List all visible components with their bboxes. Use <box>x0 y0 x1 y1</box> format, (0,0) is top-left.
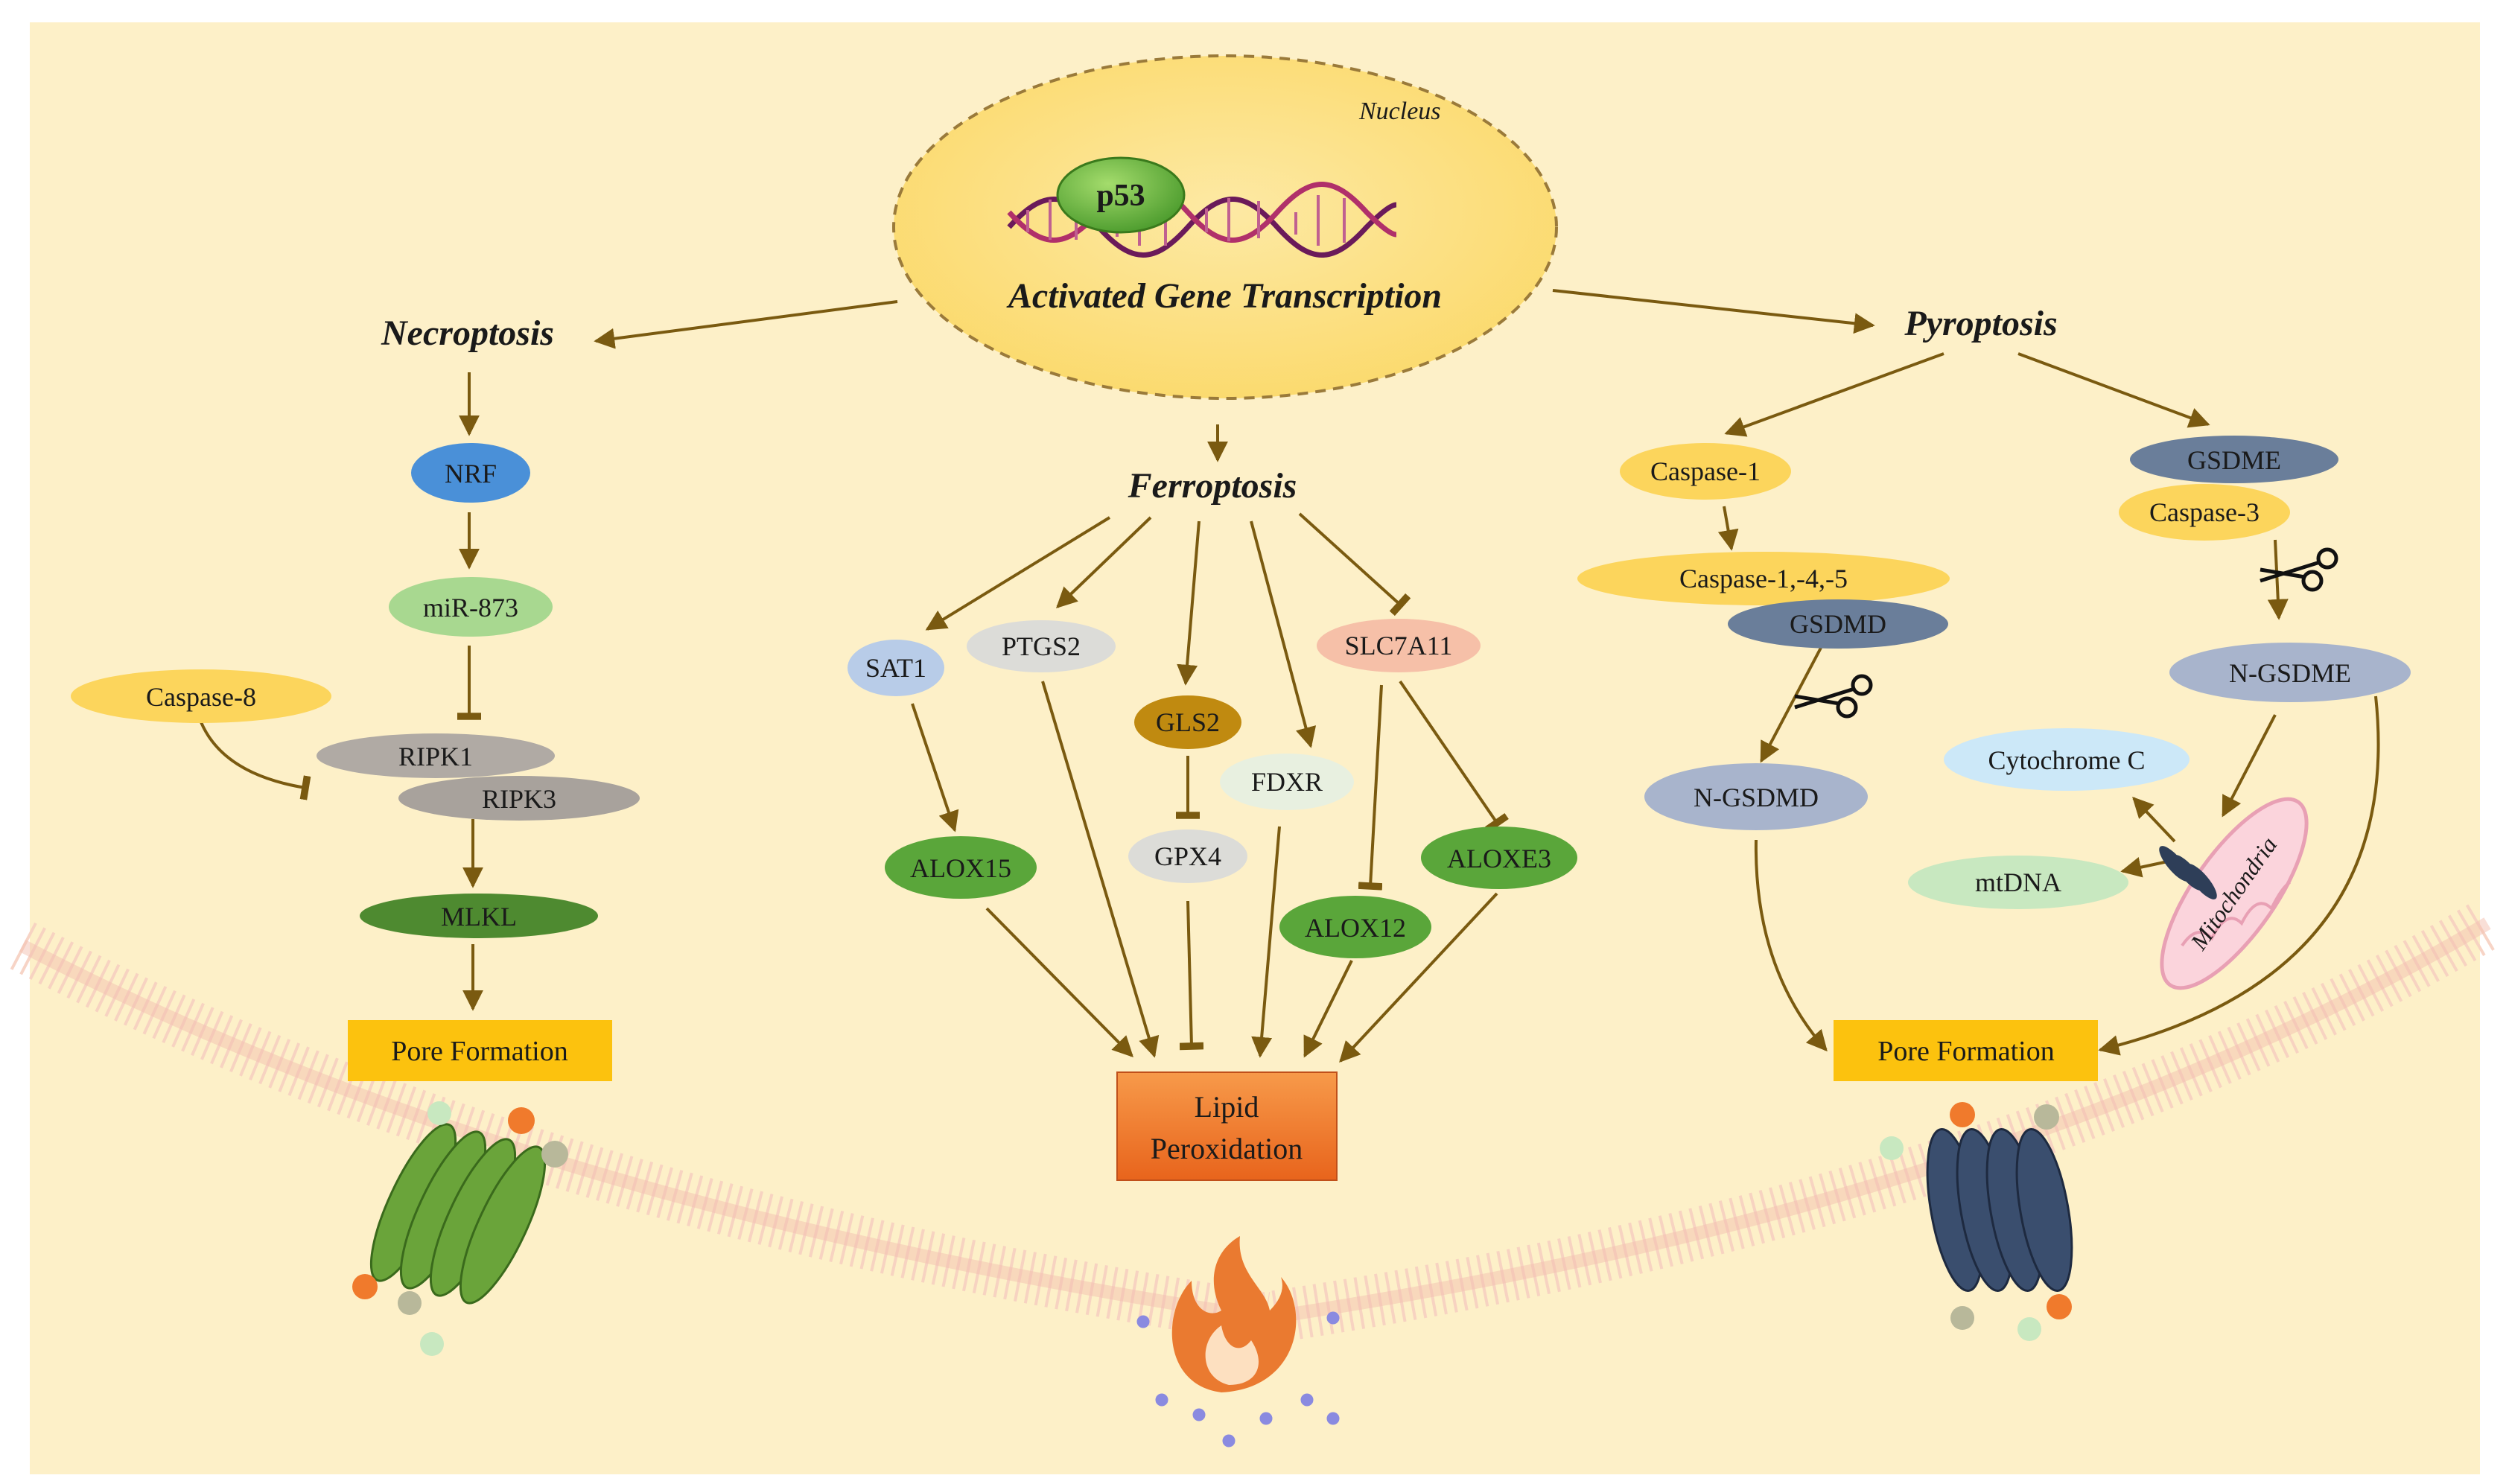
pore-complex-icon <box>2159 846 2217 899</box>
pyroptosis-title: Pyroptosis <box>1904 304 2057 343</box>
nrf-label: NRF <box>445 459 497 488</box>
lipid-label-line1: Lipid <box>1195 1090 1259 1124</box>
caspase1-node <box>1620 443 1791 500</box>
ripk1-label: RIPK1 <box>398 742 473 771</box>
cytochrome-c-label: Cytochrome C <box>1988 745 2146 775</box>
ferroptosis-nodes: SAT1 PTGS2 GLS2 FDXR SLC7A11 ALOX15 GPX4… <box>848 619 1577 1181</box>
flame-icon <box>1136 1236 1340 1448</box>
nucleus-label: Nucleus <box>1358 98 1441 125</box>
necroptosis-title: Necroptosis <box>381 313 554 353</box>
gls2-label: GLS2 <box>1156 707 1220 737</box>
ripk1-node <box>317 733 555 778</box>
gsdmd-node <box>1728 599 1948 649</box>
sat1-node <box>848 640 944 696</box>
ngsdmd-label: N-GSDMD <box>1694 783 1819 812</box>
mlkl-label: MLKL <box>441 902 517 932</box>
alox12-label: ALOX12 <box>1305 913 1406 943</box>
slc7a11-label: SLC7A11 <box>1345 631 1453 660</box>
nucleus: Nucleus p53 Activated Gene Transcription <box>892 54 1558 400</box>
pyroptosis-nodes: Caspase-1 Caspase-1,-4,-5 GSDMD N-GSDMD … <box>1577 436 2411 1081</box>
gls2-node <box>1134 695 1241 749</box>
ptgs2-label: PTGS2 <box>1002 631 1081 661</box>
mir873-node <box>389 577 553 637</box>
alox15-label: ALOX15 <box>910 853 1011 883</box>
alox12-node <box>1279 896 1431 958</box>
pyroptosis-pore-label: Pore Formation <box>1877 1036 2054 1067</box>
alox15-node <box>885 836 1037 899</box>
necroptosis-nodes: NRF miR-873 Caspase-8 RIPK1 RIPK3 MLKL P… <box>71 443 640 1081</box>
p53-protein <box>1056 156 1186 234</box>
caspase145-label: Caspase-1,-4,-5 <box>1679 564 1848 593</box>
ngsdme-label: N-GSDME <box>2229 658 2351 688</box>
ferroptosis-title: Ferroptosis <box>1128 466 1297 506</box>
aloxe3-label: ALOXE3 <box>1447 844 1551 873</box>
scissors-icon <box>1794 674 1873 719</box>
gsdmd-label: GSDMD <box>1790 609 1886 639</box>
ptgs2-node <box>967 620 1116 672</box>
necroptosis-pore-label: Pore Formation <box>391 1036 567 1067</box>
slc7a11-node <box>1317 619 1481 672</box>
caspase8-label: Caspase-8 <box>146 682 256 712</box>
caspase8-node <box>71 669 331 723</box>
caspase3-label: Caspase-3 <box>2149 497 2260 527</box>
mtdna-node <box>1908 856 2128 909</box>
ngsdmd-node <box>1644 763 1868 830</box>
mir873-label: miR-873 <box>423 593 518 622</box>
connector-lines <box>200 289 2380 1063</box>
ripk3-node <box>398 776 640 821</box>
gsdm-pore-channel-icon <box>1880 1102 2073 1341</box>
gsdme-node <box>2130 436 2338 483</box>
mtdna-label: mtDNA <box>1975 867 2061 897</box>
gpx4-node <box>1128 829 1247 883</box>
gsdme-label: GSDME <box>2187 445 2281 475</box>
caspase3-node <box>2119 484 2290 541</box>
pyroptosis-pore-box <box>1834 1020 2098 1081</box>
transcription-label: Activated Gene Transcription <box>1006 276 1442 316</box>
cytochrome-c-node <box>1944 728 2190 791</box>
necroptosis-pore-box <box>348 1020 612 1081</box>
lipid-label-line2: Peroxidation <box>1151 1132 1303 1165</box>
fdxr-label: FDXR <box>1251 767 1323 797</box>
ngsdme-node <box>2169 643 2411 702</box>
mlkl-pore-channel-icon <box>352 1101 568 1356</box>
sat1-label: SAT1 <box>865 653 926 683</box>
scissors-icon <box>2260 547 2338 592</box>
nrf-node <box>411 443 530 503</box>
fdxr-node <box>1220 754 1354 810</box>
lipid-peroxidation-box <box>1116 1071 1338 1181</box>
aloxe3-node <box>1421 827 1577 889</box>
mlkl-node <box>360 894 598 938</box>
caspase145-node <box>1577 552 1950 605</box>
p53-label: p53 <box>1096 179 1145 213</box>
ripk3-label: RIPK3 <box>482 784 556 814</box>
gpx4-label: GPX4 <box>1154 841 1221 871</box>
caspase1-label: Caspase-1 <box>1650 456 1761 486</box>
